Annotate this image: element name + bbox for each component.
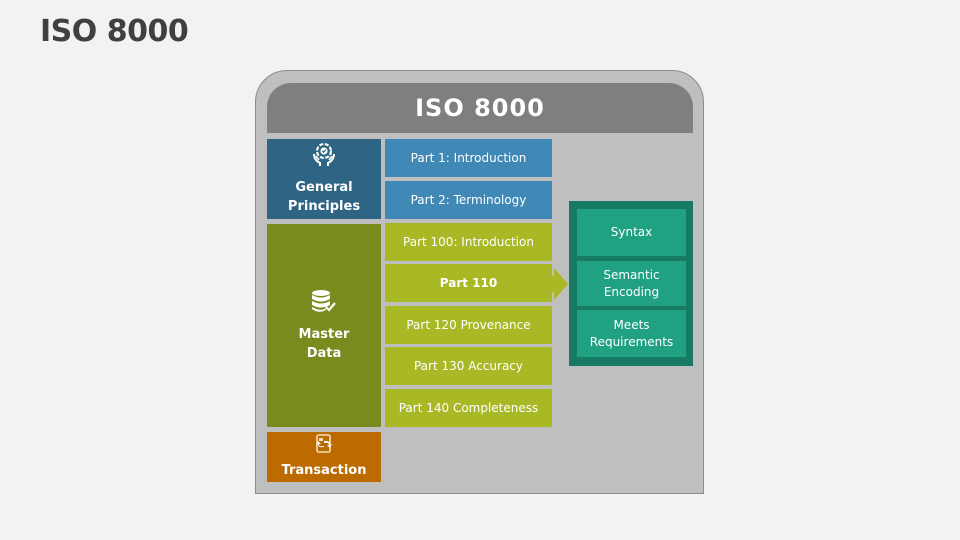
category-master-data: Master Data — [267, 224, 381, 427]
category-transaction: Transaction — [267, 432, 381, 482]
outcome-label-line2: Requirements — [589, 334, 674, 349]
document-exchange-icon — [314, 434, 334, 460]
database-check-icon — [310, 289, 338, 321]
outcome-label: Syntax — [610, 225, 653, 239]
part-1-introduction: Part 1: Introduction — [385, 139, 552, 177]
outcome-label-line1: Semantic — [603, 267, 660, 282]
part-130-accuracy: Part 130 Accuracy — [385, 347, 552, 385]
part-100-introduction: Part 100: Introduction — [385, 223, 552, 261]
category-label-line2: Principles — [287, 199, 361, 214]
category-general-principles: General Principles — [267, 139, 381, 219]
outcome-meets-requirements: Meets Requirements — [577, 310, 686, 357]
part-120-provenance: Part 120 Provenance — [385, 306, 552, 344]
part-110: Part 110 — [385, 264, 552, 302]
part-140-completeness: Part 140 Completeness — [385, 389, 552, 427]
category-label-line1: Master — [298, 326, 350, 342]
hands-gear-icon — [311, 142, 337, 174]
part-2-terminology: Part 2: Terminology — [385, 181, 552, 219]
slide-title: ISO 8000 — [40, 14, 189, 49]
category-label: Transaction — [281, 463, 367, 478]
arrow-right-icon — [552, 268, 568, 300]
outcome-semantic-encoding: Semantic Encoding — [577, 261, 686, 306]
diagram-header: ISO 8000 — [267, 83, 693, 133]
outcome-label-line2: Encoding — [603, 284, 660, 299]
category-label-line1: General — [295, 180, 353, 195]
outcome-label-line1: Meets — [613, 317, 650, 332]
category-label-line2: Data — [306, 345, 342, 361]
outcome-syntax: Syntax — [577, 209, 686, 256]
